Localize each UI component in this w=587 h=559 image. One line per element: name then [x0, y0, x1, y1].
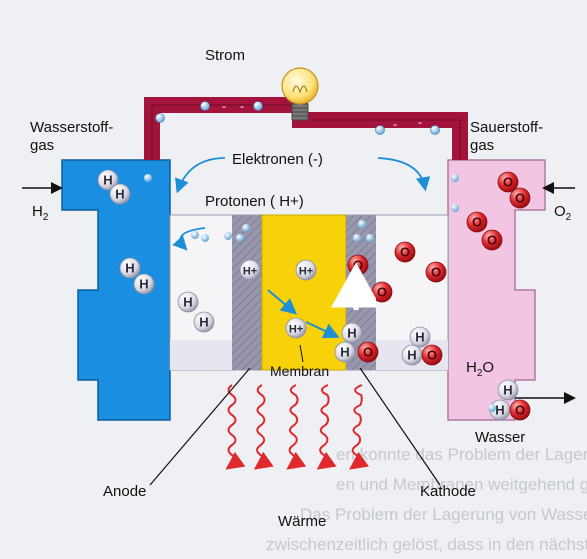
electron-sign: - [418, 115, 422, 129]
oxygen-atom: O [347, 254, 369, 276]
water-label: Wasser [475, 429, 525, 446]
svg-text:O: O [472, 215, 482, 230]
h2o-label: H2O [466, 359, 494, 379]
svg-text:H: H [415, 330, 424, 345]
svg-text:H: H [183, 295, 192, 310]
svg-text:H: H [115, 187, 124, 202]
strom-label: Strom [205, 47, 245, 64]
membrane [261, 214, 347, 371]
svg-text:H: H [340, 345, 349, 360]
bg-text-line-4: zwischenzeitlich gelöst, dass in den näc… [266, 535, 587, 554]
proton: H+ [295, 259, 317, 281]
hydrogen-atom: H [409, 326, 431, 348]
svg-text:O: O [487, 233, 497, 248]
heat-wave [316, 384, 337, 470]
oxygen-atom: O [509, 399, 531, 421]
svg-text:H: H [407, 348, 416, 363]
hydrogen-atom: H [133, 273, 155, 295]
hydrogen-atom: H [119, 257, 141, 279]
svg-text:H: H [103, 173, 112, 188]
hydrogen-atom: H [193, 311, 215, 333]
cathode-label: Kathode [420, 483, 476, 500]
light-bulb-icon [281, 67, 319, 121]
hydrogen-gas-label-line1: Wasserstoff- [30, 119, 113, 136]
proton: H+ [285, 317, 307, 339]
electron-sign: - [393, 117, 397, 131]
heat-wave [253, 384, 274, 470]
oxygen-atom: O [357, 341, 379, 363]
heat-wave [286, 384, 307, 470]
membrane-label: Membran [270, 363, 329, 379]
electron-return-arrow [172, 227, 206, 251]
anode-electrons [144, 174, 496, 412]
svg-text:O: O [431, 265, 441, 280]
anode-pointer [149, 367, 251, 486]
oxygen-atom: O [509, 187, 531, 209]
wire-electrons: - - - - - [155, 99, 440, 135]
svg-text:O: O [515, 403, 525, 418]
oxygen-atom: O [394, 241, 416, 263]
oxygen-gas-label-line1: Sauerstoff- [470, 119, 543, 136]
hydrogen-gas-label-line2: gas [30, 137, 54, 154]
svg-text:H: H [139, 277, 148, 292]
heat-label: Wärme [278, 513, 326, 530]
svg-text:O: O [363, 345, 373, 360]
electron-sign: - [172, 107, 176, 121]
hydrogen-atom: H [177, 291, 199, 313]
hydrogen-atom: H [401, 344, 423, 366]
anode-label: Anode [103, 483, 146, 500]
svg-text:O: O [400, 245, 410, 260]
svg-text:H: H [495, 403, 504, 418]
svg-text:O: O [377, 285, 387, 300]
svg-text:H+: H+ [289, 324, 303, 336]
svg-text:H: H [199, 315, 208, 330]
proton-arrow [305, 321, 340, 339]
heat-wave [349, 384, 369, 470]
svg-text:H+: H+ [243, 266, 257, 278]
bg-text-line-3: Das Problem der Lagerung von Wasserstoff… [300, 505, 587, 524]
hydrogen-atom: H [341, 322, 363, 344]
oxygen-gas-label-line2: gas [470, 137, 494, 154]
proton-arrow [267, 289, 298, 315]
proton: H+ [239, 259, 261, 281]
background-page-text: en konnte das Problem der Lagerung von E… [266, 445, 587, 554]
anode-electrode [232, 215, 262, 370]
oxygen-atom: O [421, 344, 443, 366]
hydrogen-atom: H [497, 379, 519, 401]
oxygen-tank [447, 159, 546, 421]
svg-text:H: H [347, 326, 356, 341]
h2-label: H2 [32, 203, 49, 223]
svg-text:H: H [503, 383, 512, 398]
bg-text-line-1: en konnte das Problem der Lagerung von E… [336, 445, 587, 464]
svg-text:O: O [515, 191, 525, 206]
electrons-label: Elektronen (-) [232, 151, 323, 168]
oxygen-atom: O [466, 211, 488, 233]
oxygen-atom: O [371, 281, 393, 303]
electron-flow-arrow-right [377, 157, 431, 192]
cathode-pointer [359, 367, 441, 486]
svg-text:H: H [125, 261, 134, 276]
svg-text:H+: H+ [299, 266, 313, 278]
hydrogen-atom: H [109, 183, 131, 205]
hydrogen-atom: H [334, 341, 356, 363]
electron-sign: - [222, 99, 226, 113]
heat-waves [225, 384, 369, 470]
oxygen-atom: O [497, 171, 519, 193]
electron-flow-arrow-left [175, 157, 226, 194]
svg-text:O: O [427, 348, 437, 363]
o2-label: O2 [554, 203, 572, 223]
membrane-pointer [299, 344, 304, 363]
heat-wave [225, 384, 246, 470]
oxygen-atom: O [425, 261, 447, 283]
electron-sign: - [240, 99, 244, 113]
svg-text:O: O [353, 258, 363, 273]
protons-label: Protonen ( H+) [205, 193, 304, 210]
oxygen-atom: O [481, 229, 503, 251]
bg-text-line-2: en und Membranen weitgehend gelöst werde… [336, 475, 587, 494]
svg-text:O: O [503, 175, 513, 190]
hydrogen-atom: H [97, 169, 119, 191]
